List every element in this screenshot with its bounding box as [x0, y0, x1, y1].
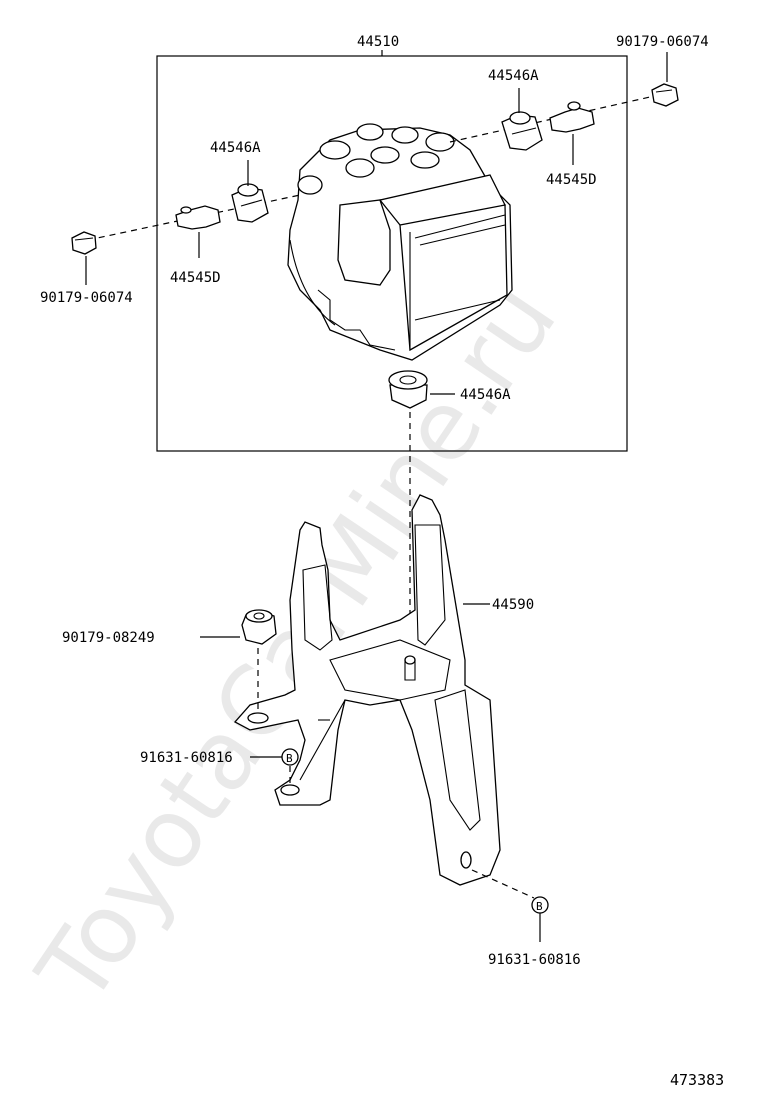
drawing-number: 473383 — [670, 1071, 724, 1089]
bolt-left — [71, 231, 97, 255]
collar-left — [175, 205, 221, 230]
collar-top-right — [549, 101, 595, 133]
label-bolt-left: 90179-06074 — [40, 290, 133, 306]
ref-marker-b-right-text: B — [536, 900, 543, 913]
label-bolt-b-left: 91631-60816 — [140, 750, 233, 766]
assembly-frame — [156, 55, 628, 452]
label-collar-left: 44545D — [170, 270, 221, 286]
abs-actuator — [287, 123, 513, 361]
ref-marker-b-left-text: B — [286, 752, 293, 765]
label-bracket: 44590 — [492, 597, 534, 613]
bolt-top-right — [651, 83, 679, 107]
label-bushing-top-right: 44546A — [488, 68, 539, 84]
label-bushing-left: 44546A — [210, 140, 261, 156]
label-bolt-top-right: 90179-06074 — [616, 34, 709, 50]
label-nut: 90179-08249 — [62, 630, 155, 646]
bushing-bottom — [388, 370, 428, 409]
label-collar-top-right: 44545D — [546, 172, 597, 188]
nut — [241, 609, 277, 645]
label-bolt-b-right: 91631-60816 — [488, 952, 581, 968]
label-bushing-bottom: 44546A — [460, 387, 511, 403]
assembly-label: 44510 — [357, 34, 399, 50]
bushing-left — [231, 183, 269, 223]
bushing-top-right — [501, 111, 543, 151]
bracket — [233, 494, 501, 886]
ref-marker-b-left — [281, 748, 299, 766]
